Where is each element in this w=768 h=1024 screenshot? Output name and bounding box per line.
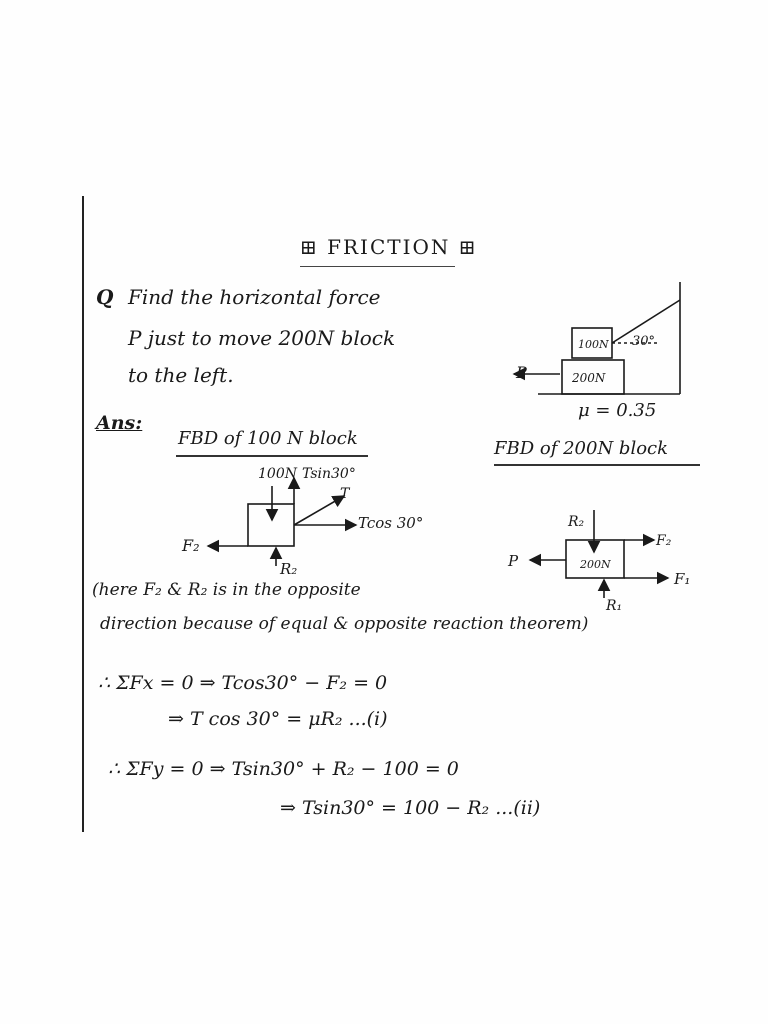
friction-coefficient: μ = 0.35 — [578, 400, 657, 421]
fbd-200-f2-label: F₂ — [655, 533, 672, 549]
question-line-1: Find the horizontal force — [128, 285, 381, 309]
fbd-200-f1-label: F₁ — [673, 570, 690, 588]
fbd-100-f2-label: F₂ — [181, 536, 200, 555]
equation-1: ∴ ΣFx = 0 ⇒ Tcos30° − F₂ = 0 — [98, 672, 388, 694]
lower-block — [561, 359, 625, 395]
equation-2: ⇒ T cos 30° = μR₂ ...(i) — [168, 708, 388, 730]
force-p-label: P — [515, 363, 527, 382]
fbd-100-block — [247, 503, 295, 547]
margin-line — [82, 196, 84, 832]
upper-block-label: 100N — [578, 338, 609, 351]
problem-figure — [512, 282, 681, 395]
fbd-100-weight-label: 100N — [258, 466, 298, 482]
note-line-2: direction because of equal & opposite re… — [100, 614, 589, 634]
fbd-100-tcos-label: Tcos 30° — [358, 514, 423, 532]
lower-block-label: 200N — [571, 371, 606, 385]
fbd-100-t-label: T — [340, 486, 351, 502]
fbd-100-tsin-label: Tsin30° — [302, 466, 356, 482]
string-line — [611, 299, 681, 344]
fbd-100-diagram — [206, 476, 358, 566]
question-line-2: P just to move 200N block — [128, 326, 396, 350]
page-title: ⊞ FRICTION ⊞ — [300, 235, 478, 259]
fbd-100-r2-label: R₂ — [279, 560, 297, 578]
note-line-1: (here F₂ & R₂ is in the opposite — [92, 580, 361, 600]
angle-label: 30° — [632, 334, 655, 349]
fbd-200-diagram — [528, 510, 670, 598]
question-line-3: to the left. — [128, 363, 234, 387]
equation-3: ∴ ΣFy = 0 ⇒ Tsin30° + R₂ − 100 = 0 — [108, 758, 459, 780]
question-label: Q — [96, 285, 114, 309]
equation-4: ⇒ Tsin30° = 100 − R₂ ...(ii) — [280, 797, 541, 819]
fbd-200-r1-label: R₁ — [605, 598, 622, 614]
fbd-200-block-label: 200N — [579, 558, 611, 571]
title-underline — [300, 266, 455, 267]
fbd-200-underline — [494, 464, 700, 466]
fbd-100-heading: FBD of 100 N block — [178, 428, 358, 449]
fbd-200-heading: FBD of 200N block — [494, 438, 669, 459]
fbd-200-p-label: P — [507, 552, 519, 570]
fbd-100-underline — [176, 455, 368, 457]
answer-label: Ans: — [96, 412, 143, 434]
fbd-200-block — [565, 539, 625, 579]
fbd-200-r2-label: R₂ — [567, 514, 585, 530]
tension-arrow — [293, 495, 346, 526]
